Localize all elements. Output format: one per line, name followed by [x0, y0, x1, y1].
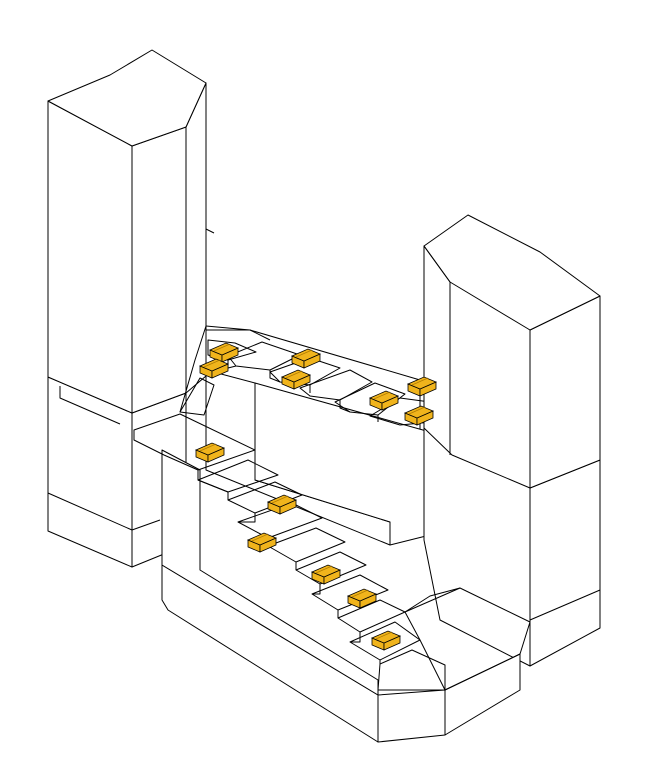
lower-step — [337, 599, 406, 633]
bench-icon — [208, 342, 240, 363]
bench-icon — [346, 588, 378, 609]
bench-icon — [403, 405, 435, 426]
right-tower — [423, 214, 601, 667]
bench-icon — [194, 442, 226, 463]
bench-icon — [246, 532, 278, 553]
lower-step — [377, 649, 446, 691]
lower-step — [197, 459, 279, 493]
bench-icon — [310, 564, 342, 585]
lower-step — [227, 481, 303, 514]
lower-step — [311, 574, 389, 611]
bench-icon — [368, 390, 400, 411]
right-tower-base-right-face — [529, 459, 601, 667]
bench-icon — [266, 494, 298, 515]
bench-icon — [280, 369, 312, 390]
lower-flight-plinth — [161, 564, 379, 743]
upper-tread — [227, 341, 301, 371]
lower-step — [267, 527, 346, 563]
benches — [194, 342, 438, 651]
left-tower — [47, 49, 215, 568]
upper-tread — [299, 369, 373, 401]
bench-icon — [290, 348, 322, 369]
left-tower-top — [47, 49, 207, 147]
upper-tread — [179, 377, 215, 416]
left-tower-shaft-left-face — [47, 100, 133, 414]
lower-flight — [133, 413, 531, 743]
bench-icon — [198, 358, 230, 379]
upper-tread — [207, 339, 257, 361]
bench-icon — [370, 630, 402, 651]
bench-icon — [406, 376, 438, 397]
